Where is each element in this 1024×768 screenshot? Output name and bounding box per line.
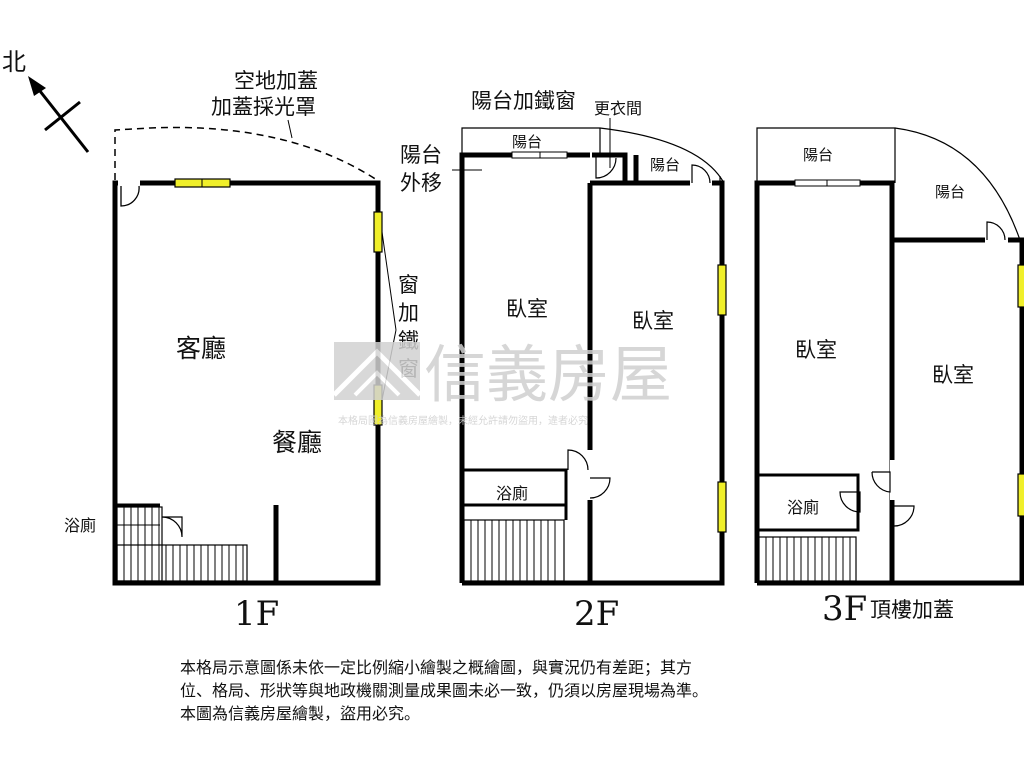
floor3-door-gap [890, 460, 896, 500]
floor3-suffix-label: 頂樓加蓋 [870, 598, 954, 622]
floor2-balcony-left-label: 陽台 [512, 133, 542, 151]
floor2-closet-door-icon [595, 157, 617, 179]
floor2-bedroom-left-label: 臥室 [506, 297, 548, 321]
compass-cross-bar [44, 100, 81, 132]
floor3-right-walls [892, 237, 1024, 586]
floor3-bath-label: 浴廁 [787, 498, 819, 517]
floor2-balcony-door-icon [691, 164, 711, 184]
floor2-balcony-move-2: 外移 [400, 171, 442, 195]
floor1-right-window-1 [373, 211, 383, 253]
floor3-bedroom-door-icon [893, 505, 915, 527]
floor2-top-note: 陽台加鐵窗 [471, 89, 576, 113]
floor2-window-1 [717, 264, 727, 316]
floor1-entry-gap [118, 180, 140, 186]
floor3-plan: 陽台 陽台 臥室 臥室 浴廁 3F 頂樓加蓋 [754, 127, 1024, 629]
floor2-closet-label: 更衣間 [594, 99, 642, 118]
floor2-bath-walls [462, 468, 568, 507]
floor1-living-label: 客廳 [176, 334, 226, 363]
floor3-window-1 [1017, 264, 1024, 308]
floor1-bath-door-icon [161, 516, 183, 538]
floor3-balcony-right-label: 陽台 [935, 183, 965, 201]
floor2-balcony-right-label: 陽台 [650, 156, 680, 174]
floor2-window-2 [717, 481, 727, 533]
floor1-dining-label: 餐廳 [272, 428, 322, 457]
disclaimer-line-1: 本格局示意圖係未依一定比例縮小繪製之概繪圖，與實況仍有差距；其方 [180, 658, 693, 677]
watermark-logo-icon [332, 342, 422, 400]
floor3-window-2 [1017, 473, 1024, 517]
floor2-bath-label: 浴廁 [496, 484, 528, 503]
floor1-annex-note-1: 空地加蓋 [234, 69, 318, 93]
compass: 北 [2, 48, 90, 153]
disclaimer-line-3: 本圖為信義房屋繪製，盜用必究。 [180, 704, 421, 723]
watermark-brand: 信義房屋 [424, 338, 672, 411]
watermark-notice: 本格局圖為信義房屋繪製，未經允許請勿盜用，違者必究 [338, 414, 588, 427]
floor2-bedroom-right-label: 臥室 [632, 309, 674, 333]
floor3-balcony-outline [756, 127, 1021, 241]
floor1-window-note-1: 窗 [398, 273, 419, 297]
north-label: 北 [2, 48, 26, 76]
floor2-balcony-move-1: 陽台 [400, 143, 442, 167]
floor1-window-note-2: 加 [398, 301, 419, 325]
floor3-label: 3F [822, 589, 867, 629]
floor2-label: 2F [574, 594, 619, 634]
floor3-bath-walls [757, 473, 860, 532]
floor2-stairs [463, 519, 565, 582]
floor1-window-leader-1 [381, 231, 397, 331]
floor1-canopy-leader [287, 119, 293, 139]
floor3-stairs [758, 536, 857, 582]
north-arrow-shaft [34, 85, 90, 153]
floor3-bath-door-icon [839, 491, 861, 513]
floor3-bedroom-left-label: 臥室 [795, 338, 837, 362]
floor2-bedroom-door-icon [589, 477, 611, 499]
north-arrow-head-icon [28, 76, 46, 96]
floor1-bath-label: 浴廁 [64, 516, 96, 535]
floor1-label: 1F [234, 594, 279, 634]
floor1-entry-door-icon [120, 185, 140, 207]
floor1-annex-note-2: 加蓋採光罩 [211, 95, 316, 119]
watermark: 信義房屋 本格局圖為信義房屋繪製，未經允許請勿盜用，違者必究 [332, 338, 672, 427]
floor1-plan: 空地加蓋 加蓋採光罩 窗 加 鐵 窗 客廳 餐廳 浴廁 1F [64, 69, 419, 634]
floor3-balcony-left-label: 陽台 [803, 146, 833, 164]
disclaimer-line-2: 位、格局、形狀等與地政機關測量成果圖未必一致，仍須以房屋現場為準。 [180, 681, 709, 700]
floor3-balcony-door-icon [986, 221, 1006, 241]
floor3-hall-door-icon [871, 471, 891, 493]
floor1-canopy-outline [114, 126, 381, 183]
floor1-stairs [116, 506, 248, 582]
disclaimer: 本格局示意圖係未依一定比例縮小繪製之概繪圖，與實況仍有差距；其方 位、格局、形狀… [180, 656, 880, 725]
floor2-plan: 陽台加鐵窗 更衣間 陽台 外移 [400, 89, 727, 634]
floor2-bath-door-icon [567, 449, 589, 471]
floor3-bedroom-right-label: 臥室 [932, 363, 974, 387]
floor3-left-walls [754, 180, 895, 586]
